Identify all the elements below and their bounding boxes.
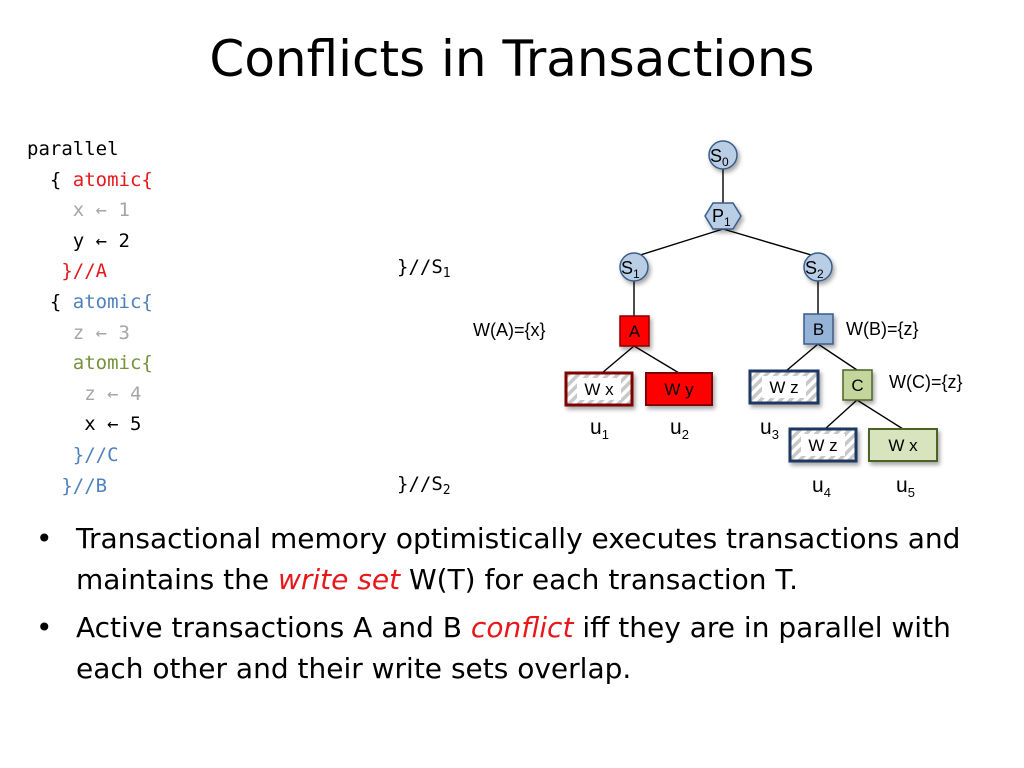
code-token: }//B (61, 474, 108, 497)
write-set-b: W(B)={z} (846, 319, 919, 339)
bullet-item: • Active transactions A and B conflict i… (36, 607, 996, 689)
bullet-text: W(T) for each transaction T. (400, 563, 799, 596)
node-s2: S2 (803, 252, 833, 282)
node-u3-label: W z (769, 378, 798, 397)
code-token: y ← 2 (72, 229, 130, 252)
node-s0: S0 (708, 140, 738, 170)
bullet-text: iff they are in parallel with each other… (76, 611, 951, 685)
bullet-emphasis: conflict (470, 611, 574, 644)
node-u1: W x (564, 371, 634, 407)
code-line: y ← 2 (27, 226, 153, 257)
edge-b-c (817, 343, 858, 371)
code-token: atomic{ (72, 290, 153, 313)
s2-end-label: }//S2 (397, 473, 451, 498)
write-set-a: W(A)={x} (473, 320, 546, 340)
edge-a-u1 (601, 345, 635, 374)
s1-end-label: }//S1 (397, 256, 451, 281)
code-token: x ← 5 (84, 413, 142, 436)
node-p1-label: P1 (712, 206, 731, 229)
node-c-label: C (851, 376, 863, 395)
code-listing: parallel { atomic{ x ← 1 y ← 2 }//A { at… (27, 134, 153, 501)
code-token: atomic{ (72, 352, 153, 375)
node-s2-label: S2 (805, 258, 824, 281)
code-token: { (49, 290, 73, 313)
node-b: B (803, 313, 834, 345)
node-u2-label: W y (664, 380, 694, 399)
code-line: atomic{ (27, 348, 153, 379)
bullet-text: Transactional memory optimistically exec… (76, 522, 961, 596)
node-b-label: B (813, 320, 824, 339)
code-token: }//C (72, 443, 119, 466)
write-set-c: W(C)={z} (889, 372, 963, 392)
code-token: parallel (27, 138, 119, 160)
code-token: z ← 4 (84, 382, 142, 405)
code-line: z ← 4 (27, 379, 153, 410)
code-line: { atomic{ (27, 287, 153, 318)
code-line: x ← 1 (27, 195, 153, 226)
bullet-dot-icon: • (36, 611, 53, 644)
node-s1: S1 (619, 252, 649, 282)
node-c: C (842, 369, 873, 401)
node-u2: W y (645, 372, 713, 406)
slide-title: Conflicts in Transactions (209, 30, 815, 88)
caption-u3: u3 (760, 416, 779, 442)
code-line: }//B (27, 471, 153, 502)
bullet-dot-icon: • (36, 522, 53, 555)
code-line: { atomic{ (27, 165, 153, 196)
edge-c-u4 (824, 399, 858, 430)
edge-p1-s1 (633, 228, 724, 258)
bullet-item: • Transactional memory optimistically ex… (36, 518, 996, 600)
code-token: x ← 1 (72, 199, 130, 222)
node-a: A (619, 315, 650, 347)
code-token: }//A (61, 260, 108, 283)
code-token: atomic{ (72, 168, 153, 191)
bullet-emphasis: write set (277, 563, 401, 596)
node-a-label: A (629, 322, 641, 341)
edge-c-u5 (856, 399, 904, 430)
code-token: { (49, 168, 73, 191)
node-u4: W z (788, 427, 858, 463)
node-s0-label: S0 (710, 146, 729, 169)
code-line: x ← 5 (27, 409, 153, 440)
edge-b-u3 (785, 343, 819, 372)
node-p1: P1 (704, 202, 742, 230)
code-line: parallel (27, 134, 153, 165)
caption-u2: u2 (670, 416, 689, 442)
edge-a-u2 (633, 345, 680, 374)
code-line: z ← 3 (27, 318, 153, 349)
bullet-list: • Transactional memory optimistically ex… (36, 518, 996, 696)
node-u3: W z (748, 369, 820, 405)
node-u4-label: W z (808, 436, 837, 455)
code-line: }//C (27, 440, 153, 471)
node-u5: W x (868, 428, 938, 462)
node-u5-label: W x (888, 436, 918, 455)
caption-u1: u1 (590, 416, 609, 442)
caption-u4: u4 (812, 474, 831, 500)
node-u1-label: W x (584, 380, 614, 399)
edge-p1-s2 (722, 228, 819, 258)
node-s1-label: S1 (621, 258, 640, 281)
bullet-text: Active transactions A and B (76, 611, 471, 644)
code-line: }//A (27, 256, 153, 287)
code-token: z ← 3 (72, 321, 130, 344)
tree-edges (601, 168, 904, 430)
caption-u5: u5 (896, 474, 915, 500)
